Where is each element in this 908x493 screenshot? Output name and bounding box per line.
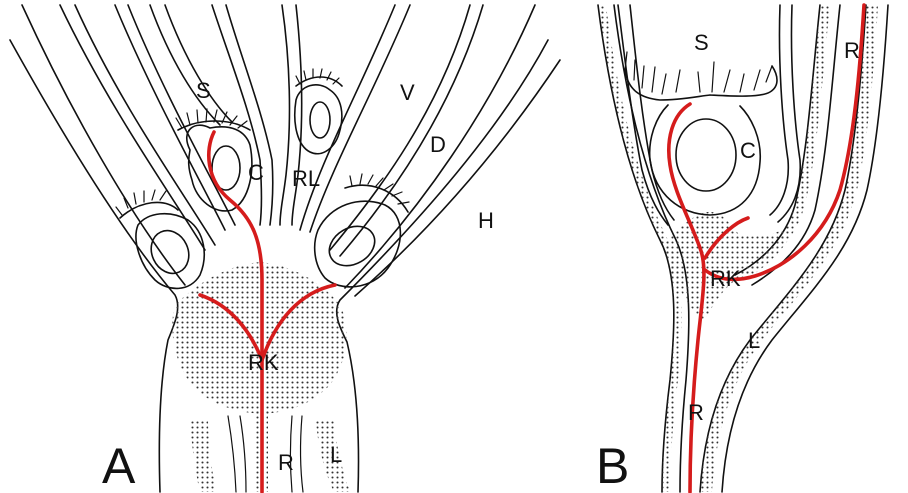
label-c-a: C [248, 160, 264, 185]
label-rk-b: RK [710, 266, 741, 291]
body-outline [10, 5, 560, 492]
label-c-b: C [740, 138, 756, 163]
label-v-a: V [400, 80, 415, 105]
tentacle-lines [60, 5, 483, 256]
label-d-a: D [430, 132, 446, 157]
label-h-a: H [478, 208, 494, 233]
label-r-a: R [278, 450, 294, 475]
label-s-a: S [196, 78, 211, 103]
panel-a: A S C RL V D H RK R L [10, 5, 560, 493]
label-l-a: L [330, 442, 342, 467]
label-rk-a: RK [248, 350, 279, 375]
capsule-top-left [176, 109, 252, 211]
label-r-top-b: R [844, 38, 860, 63]
crown-b [625, 52, 777, 100]
label-l-b: L [748, 328, 760, 353]
label-rl-a: RL [292, 166, 320, 191]
panel-letter-a: A [102, 438, 136, 493]
label-r-bottom-b: R [688, 400, 704, 425]
panel-letter-b: B [596, 438, 629, 493]
label-s-b: S [694, 30, 709, 55]
panel-b: B S C R RK L R [596, 5, 888, 493]
